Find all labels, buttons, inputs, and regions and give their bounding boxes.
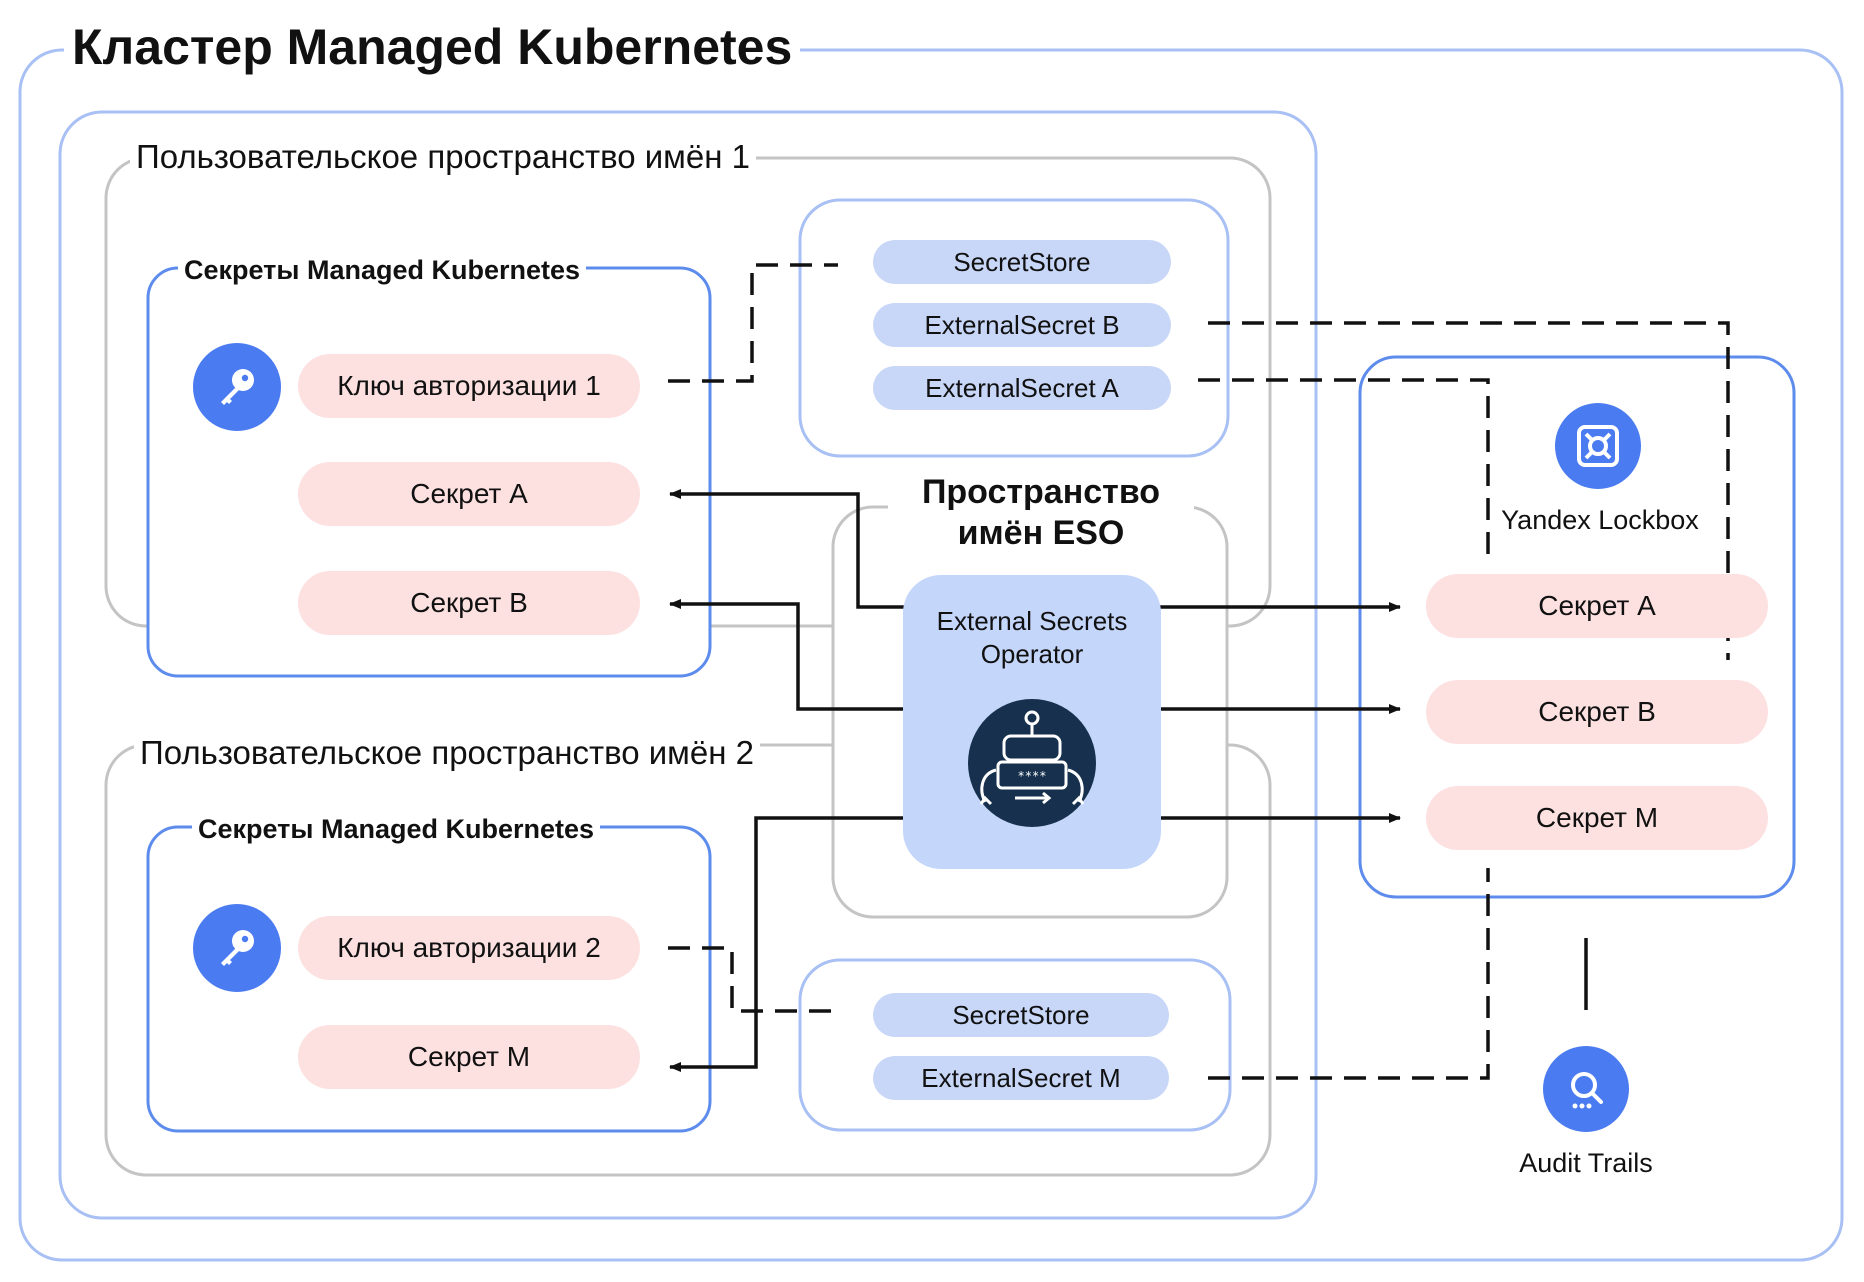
auth-key-2: Ключ авторизации 2	[298, 916, 640, 980]
secretstore-2: SecretStore	[873, 993, 1169, 1037]
k8s-secret-m: Секрет M	[298, 1025, 640, 1089]
k8s-secret-b: Секрет B	[298, 571, 640, 635]
lockbox-secret-m: Секрет M	[1426, 786, 1768, 850]
cluster-frame	[18, 48, 1844, 1262]
lockbox-label: Yandex Lockbox	[1501, 505, 1699, 535]
namespace-1-title: Пользовательское пространство имён 1	[130, 140, 756, 173]
cluster-title: Кластер Managed Kubernetes	[64, 22, 801, 72]
key-icon	[193, 343, 281, 431]
secrets-group-2-title: Секреты Managed Kubernetes	[192, 816, 601, 843]
lockbox-secret-b: Секрет B	[1426, 680, 1768, 744]
link-externalsecret-b	[1208, 321, 1730, 660]
link-externalsecret-m	[1208, 868, 1490, 1080]
link-auth-key-1	[668, 263, 838, 383]
lockbox-icon	[1555, 403, 1641, 489]
namespaces-frame	[58, 110, 1318, 1220]
namespace-2-title: Пользовательское пространство имён 2	[134, 736, 760, 769]
arrow-operator-to-secret-m	[669, 816, 905, 1072]
external-secrets-operator: External Secrets Operator ****	[903, 575, 1161, 869]
link-externalsecret-a	[1198, 378, 1490, 556]
arrow-operator-to-secret-b	[669, 599, 905, 711]
secretstore-1: SecretStore	[873, 240, 1171, 284]
k8s-secret-a: Секрет А	[298, 462, 640, 526]
lockbox-secret-a: Секрет А	[1426, 574, 1768, 638]
auth-key-1: Ключ авторизации 1	[298, 354, 640, 418]
audit-trails-label: Audit Trails	[1519, 1148, 1653, 1178]
robot-icon: ****	[968, 699, 1096, 827]
externalsecret-m: ExternalSecret M	[873, 1056, 1169, 1100]
externalsecret-a: ExternalSecret A	[873, 366, 1171, 410]
svg-text:****: ****	[1018, 769, 1047, 783]
link-auth-key-2	[668, 946, 838, 1013]
audit-trails-icon	[1543, 1046, 1629, 1132]
arrow-operator-to-secret-a	[669, 489, 905, 609]
operator-label: External Secrets Operator	[936, 606, 1128, 669]
key-icon	[193, 904, 281, 992]
eso-namespace-title: Пространство имён ESO	[888, 472, 1194, 554]
resources-2-frame	[798, 958, 1232, 1132]
secrets-group-1-title: Секреты Managed Kubernetes	[178, 257, 587, 284]
externalsecret-b: ExternalSecret B	[873, 303, 1171, 347]
